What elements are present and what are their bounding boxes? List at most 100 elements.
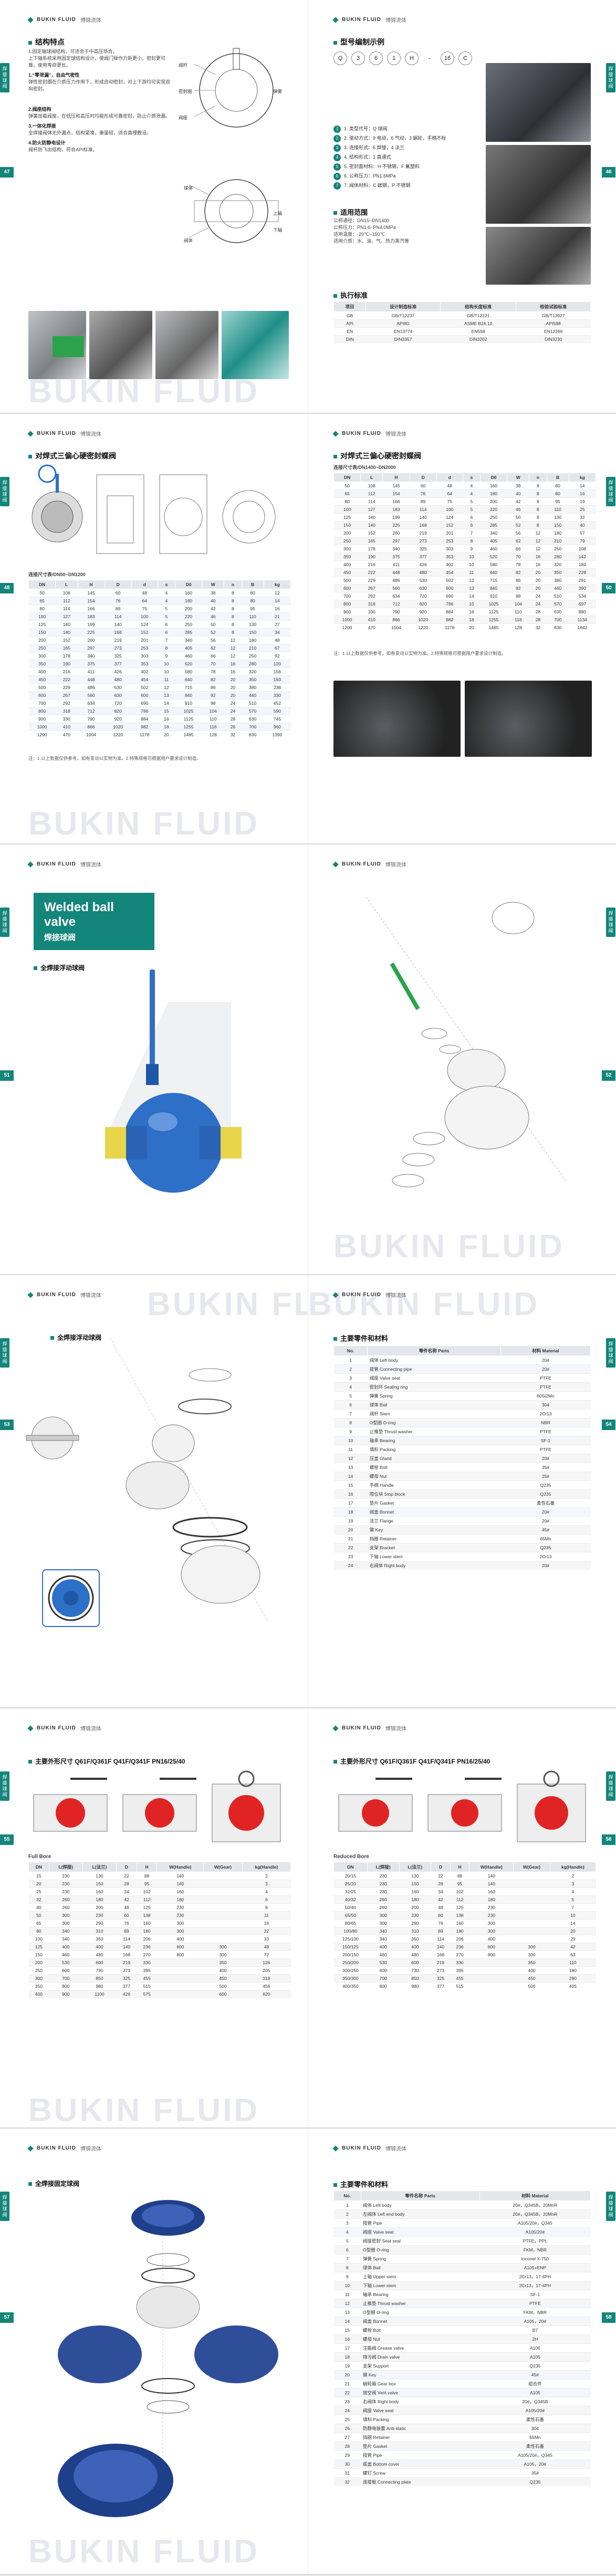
table-cell: 130 <box>242 620 264 629</box>
table-cell: 24 <box>529 592 547 600</box>
section-tab[interactable]: 焊接球阀 <box>0 2192 9 2221</box>
table-cell: 600 <box>399 1958 431 1967</box>
code-cell: 3 <box>351 51 365 65</box>
section-heading: 全焊接浮动球阀 <box>34 963 85 972</box>
table-cell: 3 <box>242 1880 291 1888</box>
table-cell: 9 <box>158 652 175 660</box>
column-header: W <box>507 473 530 482</box>
table-cell: 168 <box>105 628 132 637</box>
brand-name: BUKIN FLUID <box>37 17 76 23</box>
table-cell: 880 <box>569 608 596 616</box>
table-cell: 21 <box>333 2379 361 2389</box>
table-cell: 阀盖 Bonnet <box>367 1507 501 1517</box>
table-cell: 190 <box>360 552 383 561</box>
table-cell: 300 <box>156 1927 204 1935</box>
code-cell: 1 <box>387 51 401 65</box>
table-cell: 270 <box>450 1951 469 1959</box>
column-header: B <box>546 473 569 482</box>
table-cell: 6 <box>463 513 481 522</box>
table-cell: 32 <box>333 2477 361 2486</box>
table-cell: 1025 <box>175 707 202 715</box>
table-cell: 支架 Bracket <box>367 1543 501 1552</box>
table-cell: 75 <box>436 497 463 506</box>
section-tab[interactable]: 焊接球阀 <box>606 2192 615 2221</box>
table-cell: 38 <box>507 482 529 490</box>
table-cell: 230 <box>156 1911 204 1920</box>
table-cell: 7 <box>333 2254 361 2264</box>
section-tab[interactable]: 焊接球阀 <box>606 908 615 937</box>
section-tab[interactable]: 焊接球阀 <box>606 1338 615 1368</box>
table-cell: Inconel X-750 <box>479 2254 591 2264</box>
section-tab[interactable]: 焊接球阀 <box>0 1771 9 1801</box>
table-cell: 16 <box>463 608 481 616</box>
section-tab[interactable]: 焊接球阀 <box>0 477 9 506</box>
table-cell: 600 <box>469 1943 514 1951</box>
table-cell: 502 <box>131 683 158 692</box>
table-cell: 800 <box>469 1951 514 1959</box>
table-cell: 轴承 Bearing <box>361 2290 480 2299</box>
section-banner: Welded ball valve 焊接球阀 <box>34 893 154 950</box>
table-cell: 38 <box>202 589 224 597</box>
page-number: 52 <box>602 1070 615 1081</box>
table-cell: 150 <box>333 521 361 529</box>
table-cell: 阀体 Left body <box>367 1355 501 1365</box>
table-cell: 124 <box>131 620 158 629</box>
table-cell: 150 <box>28 1951 49 1959</box>
table-cell: 630 <box>105 691 132 700</box>
table-cell: 200 <box>28 636 56 644</box>
brand-name-cn: 博锦流体 <box>80 1726 101 1732</box>
table-cell: 720 <box>105 699 132 707</box>
paragraph: 全焊接阀体无外漏点，结构紧凑，重量轻，适合直埋敷设。 <box>28 130 152 135</box>
table-cell: 118 <box>202 723 224 731</box>
table-cell: 700 <box>333 592 361 600</box>
table-cell: A105 <box>479 2343 591 2353</box>
section-tab[interactable]: 焊接球阀 <box>0 1338 9 1368</box>
table-cell: 2 <box>242 1872 291 1880</box>
table-cell: 1390 <box>264 731 291 739</box>
table-cell: 480 <box>105 675 132 684</box>
table-cell: 840 <box>480 584 507 592</box>
brand-name-cn: 博锦流体 <box>385 2146 406 2152</box>
table-cell: 螺栓 Bolt <box>361 2325 480 2335</box>
table-cell: 垫片 Gasket <box>361 2442 480 2451</box>
table-cell: 280 <box>550 1974 596 1983</box>
section-tab[interactable]: 焊接球阀 <box>0 63 9 92</box>
table-cell: 455 <box>450 1974 469 1983</box>
section-tab[interactable]: 焊接球阀 <box>0 908 9 937</box>
table-cell: 6 <box>158 628 175 637</box>
table-cell: 100 <box>436 505 463 514</box>
table-cell: 715 <box>480 576 507 585</box>
table-cell: 12 <box>463 576 481 585</box>
table-cell: 300 <box>333 545 361 553</box>
section-tab[interactable]: 焊接球阀 <box>606 477 615 506</box>
table-cell: 160 <box>137 1919 157 1927</box>
table-cell: 920 <box>410 608 437 616</box>
table-cell: 580 <box>480 560 507 569</box>
section-heading: 对焊式三偏心硬密封蝶阀 <box>28 451 116 461</box>
table-cell: 140 <box>469 1880 514 1888</box>
section-tab[interactable]: 焊接球阀 <box>606 63 615 92</box>
table-cell: 8 <box>463 537 481 545</box>
code-cell: H <box>405 51 419 65</box>
table-cell: 160 <box>156 1887 204 1896</box>
table-cell: FKM，NBR <box>479 2308 591 2317</box>
brand-logo-icon <box>27 2145 34 2152</box>
column-header: d <box>131 580 158 589</box>
table-cell: 460 <box>175 652 202 660</box>
section-tab[interactable]: 焊接球阀 <box>606 1771 615 1801</box>
section-heading: 对焊式三偏心硬密封蝶阀 <box>333 451 421 461</box>
table-cell: 260 <box>367 1895 400 1904</box>
table-cell: 轴承 Bearing <box>367 1436 501 1445</box>
table-cell: 377 <box>431 1982 451 1990</box>
table-cell: 330 <box>137 1958 157 1967</box>
table-cell: 238 <box>264 683 291 692</box>
paragraph: 弹簧加载阀座，在低压和高压时均能形成可靠密封，防止介质泄漏。 <box>28 113 171 119</box>
